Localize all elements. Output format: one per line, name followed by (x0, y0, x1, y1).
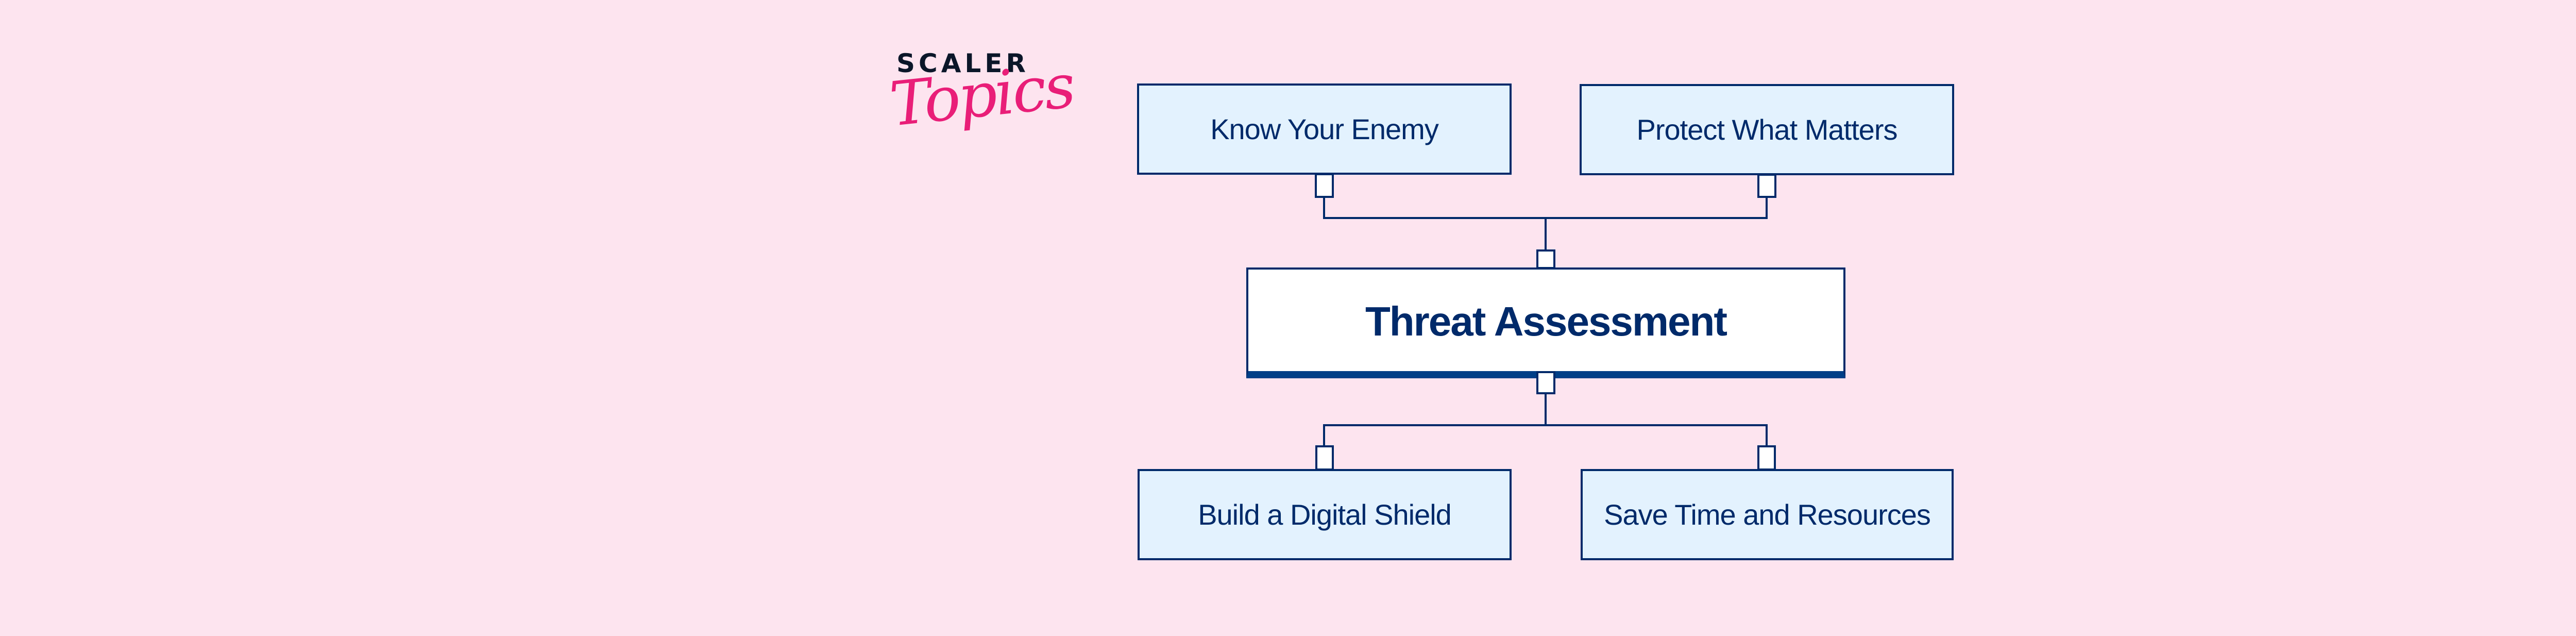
node-build-a-digital-shield: Build a Digital Shield (1138, 469, 1512, 560)
node-know-your-enemy: Know Your Enemy (1137, 83, 1512, 175)
node-label: Know Your Enemy (1210, 113, 1439, 145)
node-label: Build a Digital Shield (1198, 498, 1452, 531)
node-save-time-and-resources: Save Time and Resources (1581, 469, 1954, 560)
connector-port-know-your-enemy (1315, 173, 1334, 198)
connector-line (1323, 424, 1325, 447)
connector-line (1323, 424, 1768, 426)
node-label: Protect What Matters (1636, 113, 1898, 146)
connector-line (1766, 424, 1768, 447)
connector-port-central-bottom (1536, 371, 1555, 394)
connector-line (1545, 394, 1547, 426)
node-protect-what-matters: Protect What Matters (1580, 84, 1954, 175)
connector-port-build-digital-shield (1315, 445, 1334, 471)
connector-line (1545, 217, 1547, 250)
connector-port-protect-what-matters (1757, 174, 1776, 198)
node-threat-assessment: Threat Assessment (1246, 267, 1845, 378)
logo-scaler-text: SCALER (896, 48, 1029, 78)
connector-port-save-time-resources (1757, 445, 1776, 471)
connector-line (1323, 198, 1325, 219)
connector-line (1766, 198, 1768, 219)
connector-port-central-top (1536, 249, 1555, 269)
node-label: Save Time and Resources (1604, 498, 1931, 531)
central-node-title: Threat Assessment (1365, 298, 1727, 344)
